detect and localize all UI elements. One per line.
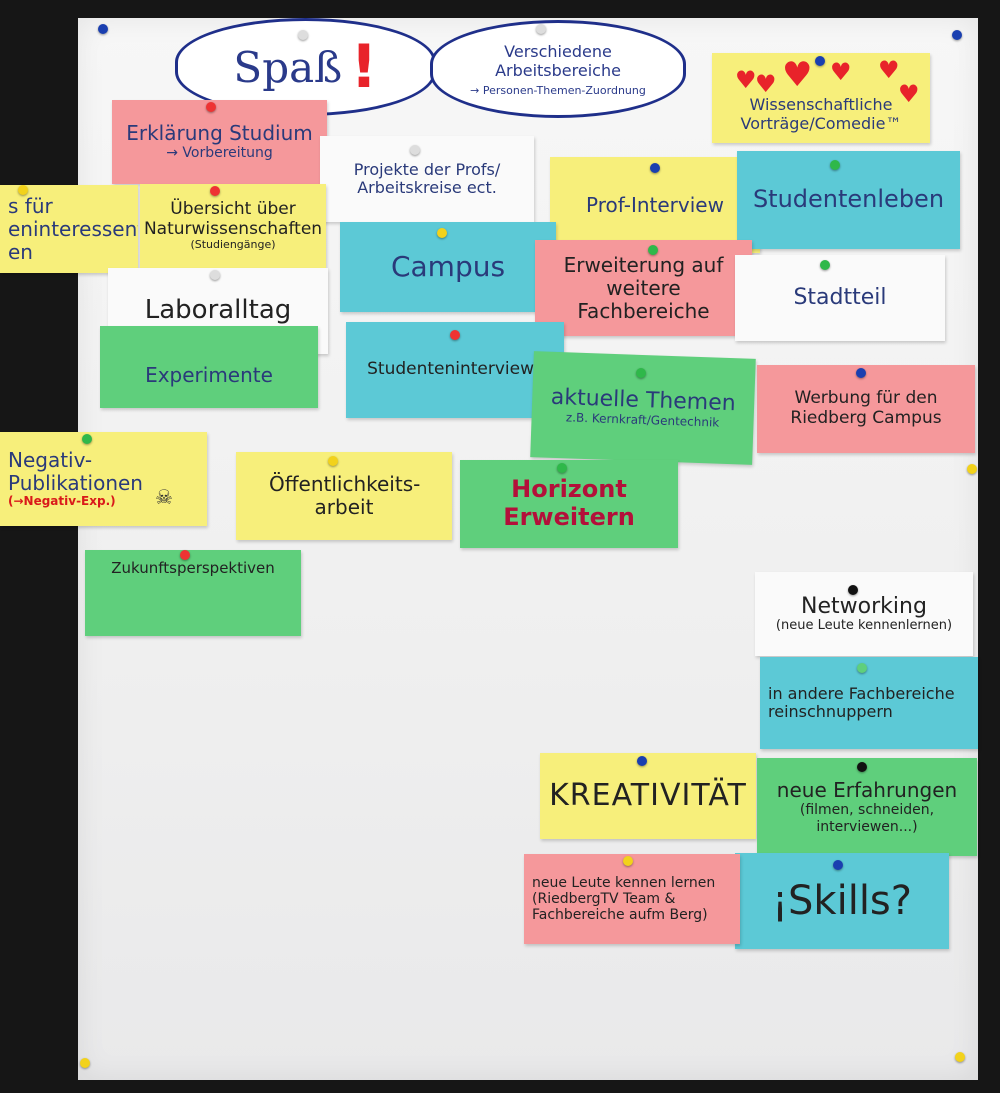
pin-icon [820, 260, 830, 270]
note-zukunft: Zukunftsperspektiven [85, 550, 301, 636]
pin-icon [328, 456, 338, 466]
note-negativ: Negativ-Publikationen (→Negativ-Exp.) [0, 432, 207, 526]
note-negativ-text: Negativ-Publikationen [8, 448, 143, 496]
note-campus: Campus [340, 222, 556, 312]
pin-icon [82, 434, 92, 444]
note-fachbereiche-text: in andere Fachbereiche reinschnuppern [768, 683, 955, 721]
note-uebersicht-text: Übersicht über Naturwissenschaften [143, 199, 323, 239]
note-wissenschaft: Wissenschaftliche Vorträge/Comedie™ [712, 53, 930, 143]
pin-icon [210, 270, 220, 280]
note-wissenschaft-text: Wissenschaftliche Vorträge/Comedie™ [740, 95, 902, 133]
exclamation-mark: ! [350, 32, 378, 102]
pin-icon [206, 102, 216, 112]
areas-title: Verschiedene Arbeitsbereiche [495, 41, 621, 80]
pin-icon [857, 663, 867, 673]
note-horizont-text: Horizont Erweitern [503, 475, 635, 531]
note-erfahrungen: neue Erfahrungen (filmen, schneiden, int… [757, 758, 977, 856]
pin-icon [557, 463, 567, 473]
pin-icon [815, 56, 825, 66]
note-prof-interview: Prof-Interview [550, 157, 760, 253]
pin-icon [955, 1052, 965, 1062]
pin-icon [80, 1058, 90, 1068]
note-uebersicht: Übersicht über Naturwissenschaften (Stud… [140, 184, 326, 268]
pin-icon [180, 550, 190, 560]
note-werbung-text: Werbung für den Riedberg Campus [790, 388, 942, 428]
note-stadtteil-text: Stadtteil [793, 285, 887, 311]
note-experimente: Experimente [100, 326, 318, 408]
note-projekte-text: Projekte der Profs/ Arbeitskreise ect. [353, 159, 501, 197]
note-studentenleben: Studentenleben [737, 151, 960, 249]
heart-icon: ♥ [755, 70, 777, 98]
pin-icon [648, 245, 658, 255]
pin-icon [437, 228, 447, 238]
pin-icon [636, 368, 646, 378]
note-kreativitaet: KREATIVITÄT [540, 753, 756, 839]
pin-icon [967, 464, 977, 474]
note-erfahrungen-text: neue Erfahrungen [776, 778, 958, 803]
pin-icon [857, 762, 867, 772]
pin-icon [650, 163, 660, 173]
pin-icon [637, 756, 647, 766]
heart-icon: ♥ [878, 56, 900, 84]
note-erfahrungen-sub: (filmen, schneiden, interviewen...) [799, 802, 935, 835]
note-uebersicht-sub: (Studiengänge) [190, 238, 276, 252]
note-kreativitaet-text: KREATIVITÄT [549, 777, 747, 813]
note-networking-sub: (neue Leute kennenlernen) [775, 618, 953, 634]
pin-icon [833, 860, 843, 870]
note-oeffentlichkeit-text: Öffentlichkeits-arbeit [269, 472, 421, 519]
note-fachbereiche: in andere Fachbereiche reinschnuppern [760, 657, 978, 749]
pin-icon [410, 145, 420, 155]
note-prof-interview-text: Prof-Interview [586, 192, 724, 217]
heart-icon: ♥ [782, 55, 813, 95]
note-networking: Networking (neue Leute kennenlernen) [755, 572, 973, 656]
note-campus-text: Campus [390, 249, 506, 283]
note-horizont: Horizont Erweitern [460, 460, 678, 548]
note-leute: neue Leute kennen lernen (RiedbergTV Tea… [524, 854, 740, 944]
pin-icon [18, 185, 28, 195]
areas-cloud: Verschiedene Arbeitsbereiche → Personen-… [430, 20, 686, 118]
note-erweiterung-text: Erweiterung auf weitere Fachbereiche [563, 252, 724, 323]
heart-icon: ♥ [830, 58, 852, 86]
note-leute-text: neue Leute kennen lernen (RiedbergTV Tea… [532, 874, 716, 924]
note-fuer-text: s für eninteressent-en [8, 193, 138, 264]
note-laboralltag-text: Laboralltag [144, 295, 292, 326]
note-erklaerung: Erklärung Studium → Vorbereitung [112, 100, 327, 184]
pin-icon [450, 330, 460, 340]
note-studenteninterviews-text: Studenteninterviews [367, 359, 543, 380]
note-skills-text: ¡Skills? [772, 878, 912, 924]
pin-icon [536, 24, 546, 34]
note-oeffentlichkeit: Öffentlichkeits-arbeit [236, 452, 452, 540]
note-erweiterung: Erweiterung auf weitere Fachbereiche [535, 240, 752, 336]
note-projekte: Projekte der Profs/ Arbeitskreise ect. [320, 136, 534, 222]
pin-icon [98, 24, 108, 34]
pin-icon [830, 160, 840, 170]
note-fuer: s für eninteressent-en [0, 185, 138, 273]
note-networking-text: Networking [801, 593, 927, 619]
areas-subtitle: → Personen-Themen-Zuordnung [470, 83, 646, 97]
pin-icon [210, 186, 220, 196]
heart-icon: ♥ [735, 66, 757, 94]
pin-icon [623, 856, 633, 866]
pin-icon [856, 368, 866, 378]
pin-icon [952, 30, 962, 40]
note-zukunft-text: Zukunftsperspektiven [111, 559, 275, 577]
note-experimente-text: Experimente [145, 362, 273, 387]
note-werbung: Werbung für den Riedberg Campus [757, 365, 975, 453]
pin-icon [298, 30, 308, 40]
note-stadtteil: Stadtteil [735, 255, 945, 341]
note-erklaerung-sub: → Vorbereitung [166, 145, 273, 162]
skull-icon: ☠ [155, 485, 173, 509]
note-negativ-sub: (→Negativ-Exp.) [8, 494, 116, 509]
spass-text: Spaß [233, 42, 343, 92]
note-aktuelle-sub: z.B. Kernkraft/Gentechnik [565, 410, 720, 430]
heart-icon: ♥ [898, 80, 920, 108]
note-skills: ¡Skills? [735, 853, 949, 949]
note-erklaerung-text: Erklärung Studium [126, 121, 313, 146]
note-studentenleben-text: Studentenleben [752, 185, 945, 214]
pin-icon [848, 585, 858, 595]
